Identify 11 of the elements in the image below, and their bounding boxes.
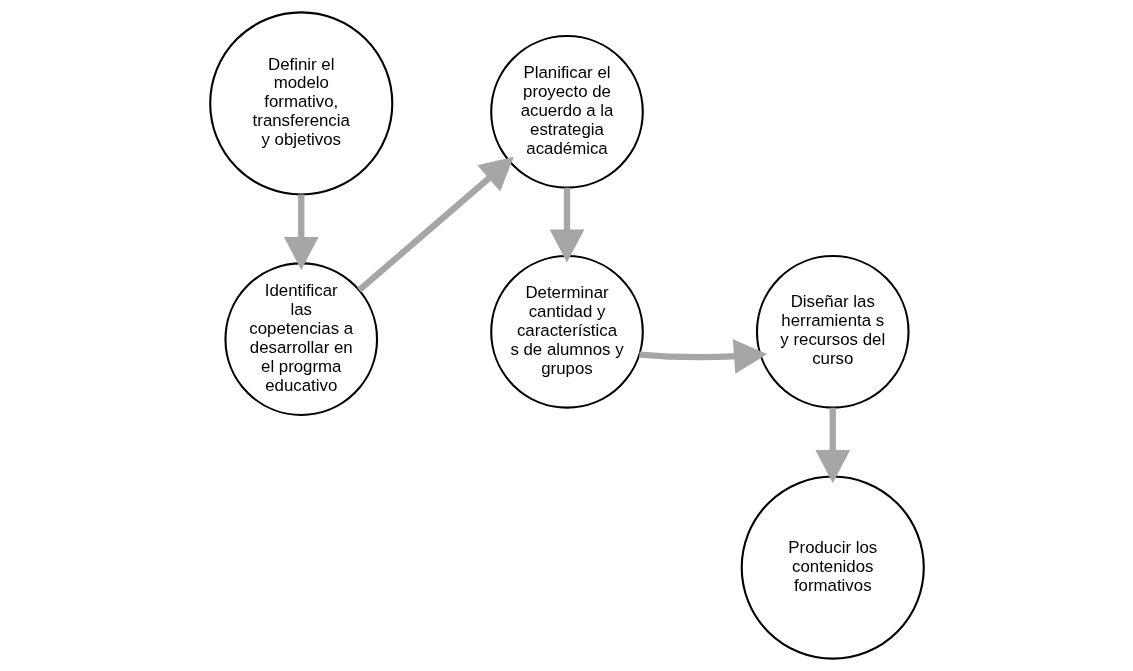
- arrow: [814, 407, 850, 484]
- arrow: [283, 194, 319, 270]
- arrow: [549, 187, 584, 263]
- arrow: [356, 156, 514, 293]
- node-circle: Producir los contenidos formativos: [740, 475, 925, 660]
- node-circle: Planificar el proyecto de acuerdo a la estrategia académica: [489, 35, 644, 189]
- node-circle: Identificar las copetencias a desarrollar en el progrma educativo: [223, 262, 378, 416]
- node-circle: Determinar cantidad y característica s de alumnos y grupos: [489, 255, 644, 409]
- node-circle: Diseñar las herramienta s y recursos del curso: [755, 255, 910, 409]
- node-circle: Definir el modelo formativo, transferencia y objetivos: [208, 11, 393, 196]
- arrow: [638, 339, 767, 374]
